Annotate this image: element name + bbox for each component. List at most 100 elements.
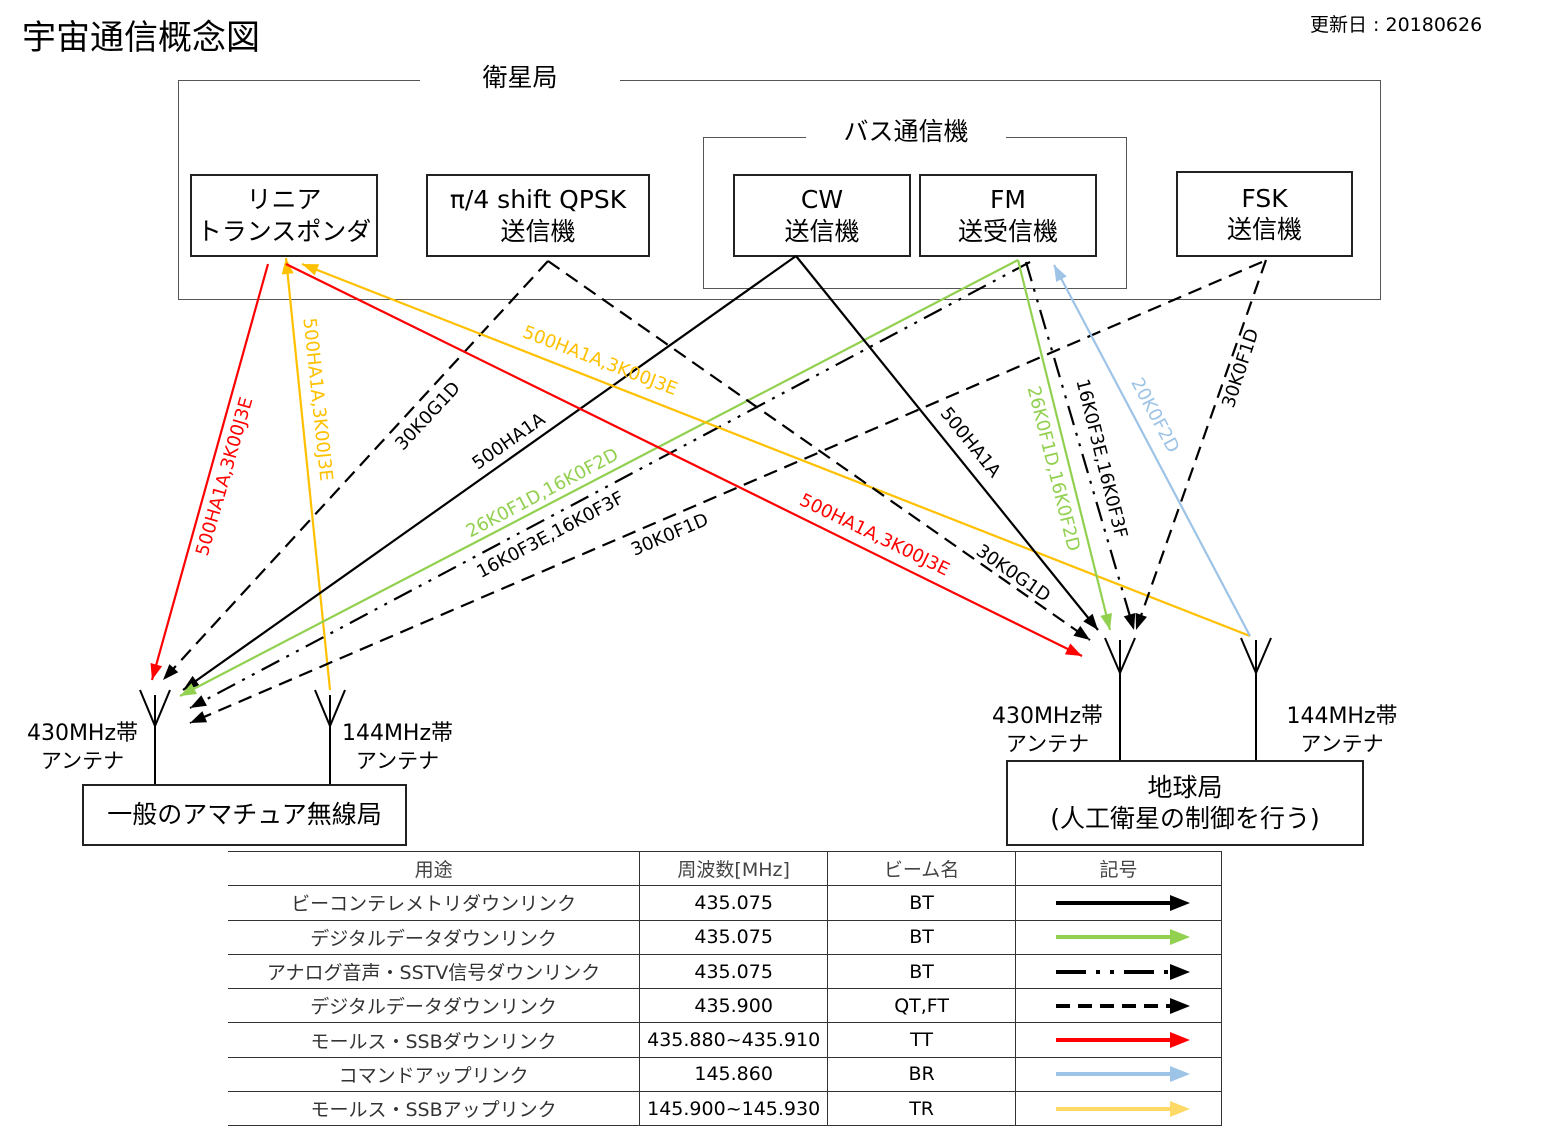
legend-use: アナログ音声・SSTV信号ダウンリンク	[228, 954, 641, 990]
legend-freq: 145.900~145.930	[639, 1091, 829, 1127]
legend-use: デジタルデータダウンリンク	[228, 988, 641, 1024]
ground-station-line1: 地球局	[1147, 772, 1223, 802]
legend-beam: TR	[827, 1091, 1017, 1127]
link-fsk-amateur-arrowhead	[190, 711, 208, 723]
amateur-430-band: 430MHz帯	[26, 721, 139, 746]
link-ground-up-yellow	[301, 262, 1251, 638]
fm-line1: FM	[990, 185, 1026, 215]
legend-freq: 435.880~435.910	[639, 1022, 829, 1058]
link-fsk-amateur	[189, 260, 1263, 725]
link-qpsk-amateur	[162, 260, 549, 681]
linear-line2: トランスポンダ	[196, 216, 372, 246]
link-fm-amateur-data-arrowhead	[180, 683, 197, 696]
legend-symbol	[1015, 1022, 1222, 1058]
page-title: 宇宙通信概念図	[22, 18, 260, 58]
link-ground-up-yellow-label: 500HA1A,3K00J3E	[520, 322, 681, 400]
amateur-144-antenna-icon	[314, 689, 346, 785]
legend-freq: 435.075	[639, 885, 829, 921]
link-qpsk-amateur-arrowhead	[163, 664, 179, 680]
ground-430-label: 430MHz帯 アンテナ	[975, 703, 1120, 757]
legend-beam: TT	[827, 1022, 1017, 1058]
link-cw-ground	[795, 255, 1099, 631]
legend-symbol	[1015, 988, 1222, 1024]
legend-use: ビーコンテレメトリダウンリンク	[228, 885, 641, 921]
link-qpsk-amateur-label: 30K0G1D	[391, 378, 465, 455]
legend-freq: 435.900	[639, 988, 829, 1024]
link-linear-ground-red-arrowhead	[1064, 643, 1082, 656]
legend-header-beam: ビーム名	[827, 850, 1017, 887]
solid-blue-arrow-icon	[1055, 1066, 1190, 1083]
fsk-transmitter-box: FSK 送信機	[1176, 171, 1353, 257]
ground-430-antenna-icon	[1104, 637, 1136, 760]
legend-header-row: 用途 周波数[MHz] ビーム名 記号	[228, 850, 1222, 887]
update-date: 更新日 : 20180626	[1310, 14, 1483, 36]
link-command-up-blue-label: 20K0F2D	[1126, 374, 1183, 456]
ground-144-band: 144MHz帯	[1286, 704, 1398, 729]
legend-header-symbol: 記号	[1015, 850, 1222, 887]
legend-use: デジタルデータダウンリンク	[228, 920, 641, 955]
amateur-144-antenna-text: アンテナ	[355, 748, 440, 773]
legend-use: コマンドアップリンク	[228, 1057, 641, 1093]
link-cw-amateur-label: 500HA1A	[468, 408, 549, 474]
link-linear-ground-red-label: 500HA1A,3K00J3E	[796, 490, 953, 581]
bus-label: バス通信機	[806, 112, 1006, 150]
link-cw-amateur-arrowhead	[183, 675, 200, 690]
amateur-430-label: 430MHz帯 アンテナ	[10, 720, 155, 774]
ground-144-label: 144MHz帯 アンテナ	[1272, 703, 1412, 757]
link-fm-ground-data	[1016, 259, 1112, 631]
legend-beam: BR	[827, 1057, 1017, 1093]
dash-dot-dot-black-arrow-icon	[1055, 963, 1190, 980]
cw-line1: CW	[800, 185, 844, 215]
linear-line1: リニア	[246, 185, 322, 215]
linear-transponder-box: リニア トランスポンダ	[190, 174, 378, 257]
legend-symbol	[1015, 1057, 1222, 1093]
fsk-line1: FSK	[1241, 183, 1288, 213]
amateur-430-antenna-icon	[139, 689, 171, 785]
fm-line2: 送受信機	[957, 216, 1058, 246]
link-fsk-ground-label: 30K0F1D	[1218, 326, 1263, 410]
legend-beam: BT	[827, 954, 1017, 990]
link-fm-amateur-data	[179, 259, 1019, 697]
satellite-frame	[178, 80, 1381, 300]
link-amateur-up-yellow-arrowhead	[281, 258, 294, 275]
solid-black-arrow-icon	[1055, 894, 1190, 911]
solid-green-arrow-icon	[1055, 929, 1190, 946]
amateur-station-label: 一般のアマチュア無線局	[107, 800, 382, 830]
link-linear-down-red-arrowhead	[150, 662, 163, 680]
legend-use: モールス・SSBアップリンク	[228, 1091, 641, 1127]
link-fm-amateur-voice-arrowhead	[190, 695, 207, 708]
link-amateur-up-yellow	[284, 257, 332, 691]
link-fsk-ground	[1134, 259, 1268, 631]
fm-transceiver-box: FM 送受信機	[919, 174, 1097, 257]
legend-beam: BT	[827, 885, 1017, 921]
legend-beam: QT,FT	[827, 988, 1017, 1024]
link-qpsk-ground	[547, 260, 1091, 641]
legend-freq: 435.075	[639, 920, 829, 955]
link-fm-ground-data-arrowhead	[1100, 613, 1112, 630]
link-command-up-blue-arrowhead	[1054, 265, 1067, 282]
amateur-144-label: 144MHz帯 アンテナ	[330, 720, 465, 774]
link-linear-down-red	[150, 263, 270, 681]
link-cw-ground-arrowhead	[1083, 613, 1098, 630]
link-command-up-blue	[1053, 264, 1251, 637]
ground-144-antenna-text: アンテナ	[1300, 731, 1384, 756]
link-fm-ground-data-label: 26K0F1D,16K0F2D	[1023, 384, 1084, 553]
legend-freq: 435.075	[639, 954, 829, 990]
ground-430-antenna-text: アンテナ	[1005, 731, 1090, 756]
link-fm-ground-voice	[1024, 261, 1136, 631]
cw-transmitter-box: CW 送信機	[733, 174, 911, 257]
legend-symbol	[1015, 954, 1222, 990]
satellite-label: 衛星局	[420, 58, 620, 98]
cw-line2: 送信機	[784, 216, 860, 246]
link-qpsk-ground-arrowhead	[1073, 625, 1090, 640]
legend-symbol	[1015, 885, 1222, 921]
qpsk-line1: π/4 shift QPSK	[449, 185, 627, 215]
legend-header-freq: 周波数[MHz]	[639, 850, 829, 887]
